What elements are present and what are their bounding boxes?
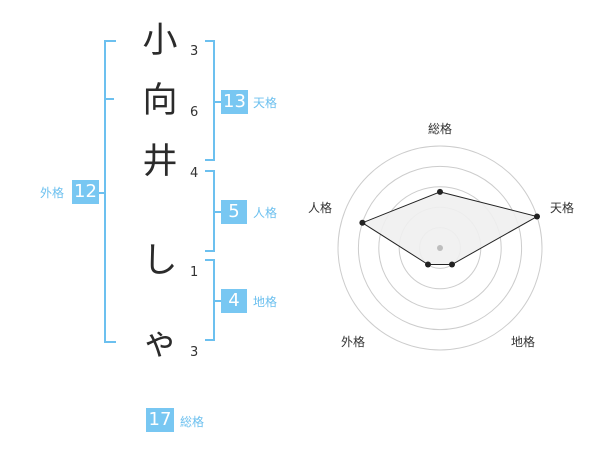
radar-axis-label-tenkaku: 天格 [549,201,574,215]
chikaku-connector [215,300,221,302]
gaikaku-bracket [104,40,116,343]
name-char-2: 向 [142,81,178,121]
stroke-count-5: 3 [190,345,199,360]
tenkaku-value: 13 [221,90,248,114]
tenkaku-label: 天格 [253,96,278,110]
radar-points [359,188,540,268]
radar-point-3 [425,261,431,268]
radar-point-4 [359,219,366,226]
radar-axis-label-soukaku: 総格 [427,122,452,136]
jinkaku-value: 5 [221,200,247,224]
stroke-count-3: 4 [190,166,199,181]
name-char-3: 井 [142,142,178,182]
chikaku-label: 地格 [253,295,278,309]
jinkaku-bracket [205,170,215,252]
chikaku-bracket [205,259,215,341]
chikaku-value: 4 [221,289,247,313]
radar-point-2 [449,261,455,268]
soukaku-label: 総格 [180,415,205,429]
gaikaku-label: 外格 [40,186,65,200]
radar-ring [357,165,523,331]
radar-ring [419,227,461,269]
jinkaku-label: 人格 [253,206,278,220]
name-char-4: し [142,241,178,281]
gaikaku-connector [98,192,104,194]
stroke-count-4: 1 [190,265,199,280]
tenkaku-connector [215,101,221,103]
radar-ring [398,206,482,290]
radar-ring [378,186,502,310]
radar-rings [337,145,543,351]
gaikaku-value: 12 [72,180,99,204]
radar-point-1 [534,213,540,220]
tenkaku-bracket [205,40,215,161]
gaikaku-bracket-tick [104,98,114,100]
soukaku-value: 17 [146,408,174,432]
radar-ring [337,145,543,351]
radar-axis-label-chikaku: 地格 [510,335,535,349]
jinkaku-connector [215,211,221,213]
radar-point-0 [437,188,443,195]
radar-axis-label-gaikaku: 外格 [340,335,365,349]
radar-center [437,245,443,251]
stroke-count-2: 6 [190,105,199,120]
radar-axis-label-jinkaku: 人格 [307,201,332,215]
name-char-5: ゃ [142,323,178,363]
radar-shape [361,191,539,265]
name-char-1: 小 [142,21,178,61]
stroke-count-1: 3 [190,44,199,59]
